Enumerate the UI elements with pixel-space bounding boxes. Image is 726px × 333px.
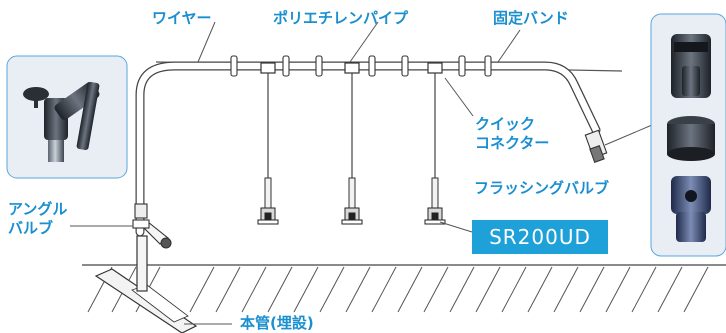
parts-callout (650, 13, 726, 257)
sprinkler-heads (257, 207, 446, 225)
fitting-photo (671, 176, 711, 242)
angle-valve-drawing (70, 203, 172, 249)
fixing-band-label: 固定バンド (493, 9, 569, 27)
polyethylene-pipe-label: ポリエチレンパイプ (273, 9, 409, 27)
model-badge: SR200UD (472, 220, 608, 254)
leader-lines (197, 21, 653, 233)
angle-valve-label: アングル バルブ (8, 200, 68, 237)
quick-connector-photo (671, 34, 711, 98)
ground (82, 264, 726, 313)
angle-valve-callout (6, 55, 128, 179)
cap-photo (667, 116, 715, 161)
polyethylene-pipe (135, 61, 601, 237)
fixing-bands (230, 55, 492, 77)
angle-valve-photo (23, 81, 100, 162)
main-pipe-label: 本管(埋設) (240, 314, 314, 332)
quick-connector-label: クイック コネクター (475, 115, 550, 152)
main-pipe (94, 235, 232, 333)
flushing-valve-drawing (584, 129, 608, 163)
flushing-valve-label: フラッシングバルブ (474, 179, 610, 197)
wire-label: ワイヤー (152, 9, 212, 27)
drop-hoses (264, 73, 439, 209)
